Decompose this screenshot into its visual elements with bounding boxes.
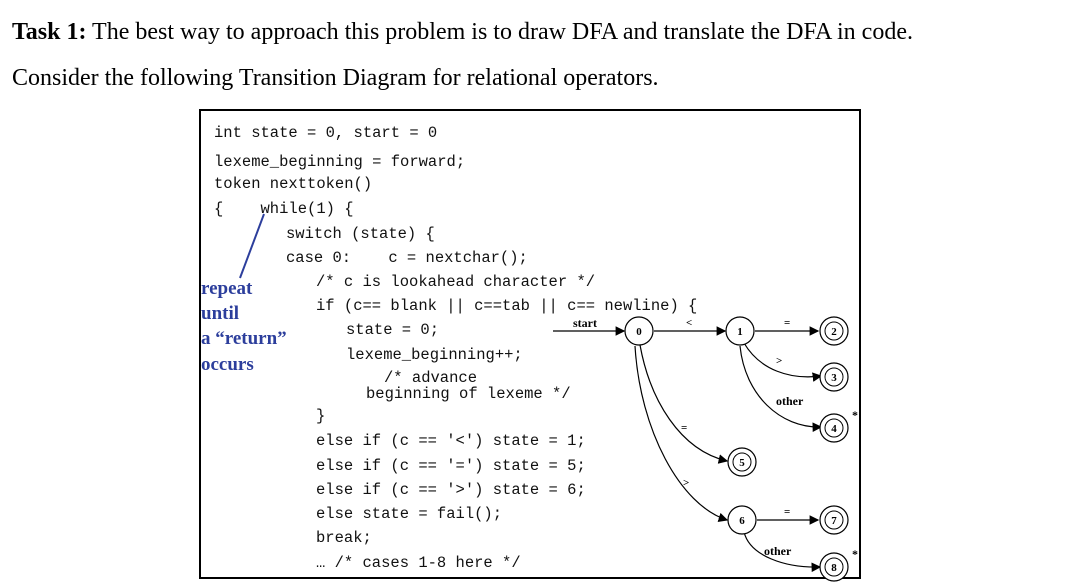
state-label: 1 xyxy=(737,326,743,338)
code-line: else if (c == '<') state = 1; xyxy=(316,432,586,450)
state-label: 3 xyxy=(831,372,837,384)
start-label: start xyxy=(573,316,597,330)
code-line: token nexttoken() xyxy=(214,175,373,193)
edge-6-8 xyxy=(743,531,822,573)
code-line: … /* cases 1-8 here */ xyxy=(316,554,521,572)
annotation-line: until xyxy=(201,303,240,324)
edge-0-6 xyxy=(634,345,729,523)
state-label: 8 xyxy=(831,562,837,574)
state-node-8 xyxy=(819,552,849,582)
state-label: 4 xyxy=(831,423,837,435)
state-node-1 xyxy=(725,316,755,346)
code-line: lexeme_beginning++; xyxy=(346,346,523,364)
edge-1-4 xyxy=(739,345,823,432)
code-line: lexeme_beginning = forward; xyxy=(214,153,466,171)
code-line: else if (c == '>') state = 6; xyxy=(316,481,586,499)
task-label: Task 1: xyxy=(12,19,87,45)
annotation-arrow xyxy=(239,213,265,279)
state-node-7 xyxy=(819,505,849,535)
state-node-2 xyxy=(819,316,849,346)
retract-mark: * xyxy=(852,408,858,422)
code-line: /* c is lookahead character */ xyxy=(316,273,596,291)
code-line: beginning of lexeme */ xyxy=(366,385,571,403)
annotation-line: occurs xyxy=(201,354,254,375)
code-line: if (c== blank || c==tab || c== newline) … xyxy=(316,297,698,315)
code-line: int state = 0, start = 0 xyxy=(214,124,438,142)
code-line: else state = fail(); xyxy=(316,505,503,523)
code-line: switch (state) { xyxy=(286,225,435,243)
code-line: { while(1) { xyxy=(214,200,354,218)
state-node-4 xyxy=(819,413,849,443)
task-text: The best way to approach this problem is… xyxy=(86,19,913,45)
state-node-5 xyxy=(727,447,757,477)
edge-label: other xyxy=(776,394,804,408)
state-label: 5 xyxy=(739,457,745,469)
task-heading: Task 1: The best way to approach this pr… xyxy=(12,19,913,46)
edge-label: other xyxy=(764,544,792,558)
edge-label: = xyxy=(784,317,790,329)
state-label: 7 xyxy=(831,515,837,527)
edge-0-5 xyxy=(639,344,729,464)
code-line: case 0: c = nextchar(); xyxy=(286,249,528,267)
retract-mark: * xyxy=(852,547,858,561)
state-label: 0 xyxy=(636,326,642,338)
code-line: break; xyxy=(316,529,372,547)
edge-label: = xyxy=(784,506,790,518)
intro-line: Consider the following Transition Diagra… xyxy=(12,65,659,91)
state-node-0 xyxy=(624,316,654,346)
annotation-line: a “return” xyxy=(201,328,287,349)
annotation-line: repeat xyxy=(201,278,253,299)
code-line: else if (c == '=') state = 5; xyxy=(316,457,586,475)
code-line: /* advance xyxy=(384,369,478,387)
code-line: state = 0; xyxy=(346,321,440,339)
state-node-6 xyxy=(727,505,757,535)
edge-label: < xyxy=(686,317,692,329)
edge-label: = xyxy=(681,422,687,434)
state-node-3 xyxy=(819,362,849,392)
code-line: } xyxy=(316,407,326,425)
edge-label: > xyxy=(683,477,689,489)
edge-label: > xyxy=(776,355,782,367)
state-label: 2 xyxy=(831,326,837,338)
edge-1-3 xyxy=(743,342,823,382)
code-figure xyxy=(199,109,861,579)
state-label: 6 xyxy=(739,515,745,527)
